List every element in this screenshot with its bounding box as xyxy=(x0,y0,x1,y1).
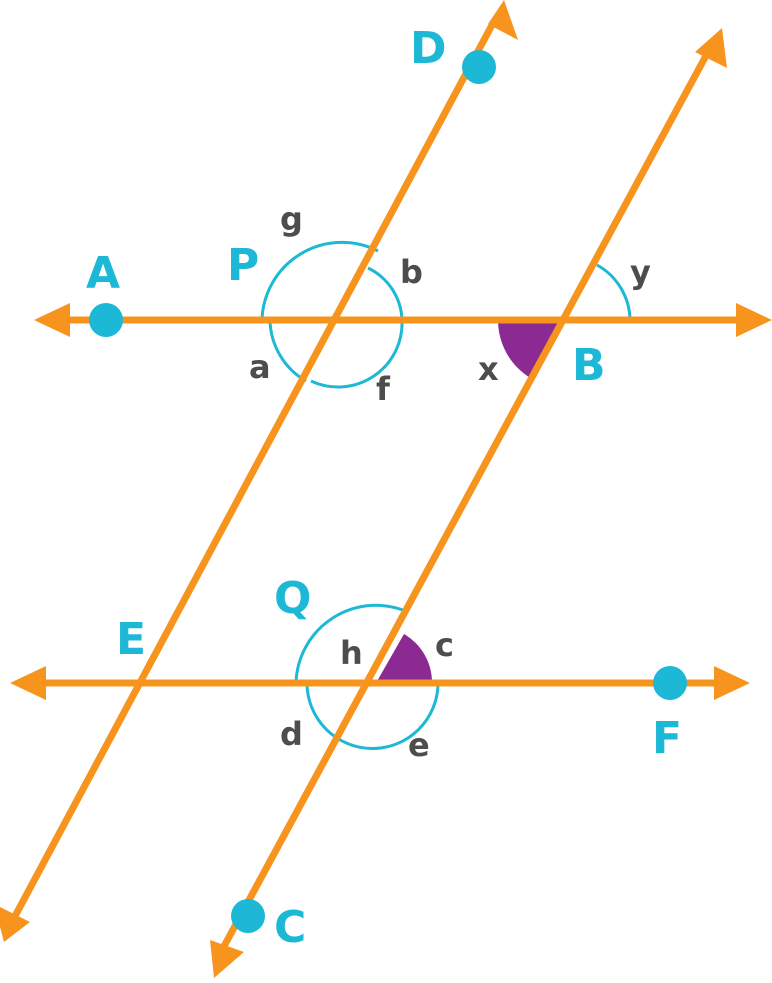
arrowhead-top-BC xyxy=(695,28,727,68)
arrowhead-bottom-BC xyxy=(210,940,244,978)
angle-label-b: b xyxy=(400,253,423,291)
label-C: C xyxy=(274,902,306,953)
angle-arc-h xyxy=(294,603,409,684)
point-A xyxy=(89,303,123,337)
angle-c-fill xyxy=(376,634,433,683)
arrowhead-right-EF xyxy=(714,666,750,700)
label-F: F xyxy=(652,713,682,764)
angle-arc-g-b xyxy=(260,240,379,321)
line-D-transversal xyxy=(10,23,496,920)
angle-arc-a xyxy=(268,319,307,383)
label-D: D xyxy=(410,23,447,74)
arrowhead-left-EF xyxy=(10,666,46,700)
point-F xyxy=(653,666,687,700)
angle-label-g: g xyxy=(280,200,303,238)
point-C xyxy=(231,899,265,933)
angle-arc-y xyxy=(596,263,632,321)
angle-label-h: h xyxy=(340,634,363,672)
label-B: B xyxy=(572,340,606,391)
line-BC-transversal xyxy=(218,50,712,952)
label-A: A xyxy=(86,248,120,299)
angle-label-x: x xyxy=(478,350,499,388)
angle-label-e: e xyxy=(408,726,430,764)
label-Q: Q xyxy=(274,573,311,624)
angle-x-fill xyxy=(497,320,566,379)
angle-label-f: f xyxy=(376,370,391,408)
arrowhead-top-D xyxy=(488,0,518,40)
label-E: E xyxy=(116,614,146,665)
point-D xyxy=(462,50,496,84)
arrowhead-right-AB xyxy=(736,303,772,337)
label-P: P xyxy=(227,240,259,291)
angle-label-y: y xyxy=(630,253,651,291)
angle-arc-f xyxy=(310,319,404,389)
angle-label-c: c xyxy=(435,626,454,664)
angle-label-d: d xyxy=(280,715,303,753)
angle-arc-b xyxy=(367,266,404,321)
arrowhead-left-AB xyxy=(34,303,70,337)
angle-arc-d-e xyxy=(305,682,440,750)
arrowhead-bottom-D xyxy=(0,907,30,942)
angle-label-a: a xyxy=(249,348,271,386)
